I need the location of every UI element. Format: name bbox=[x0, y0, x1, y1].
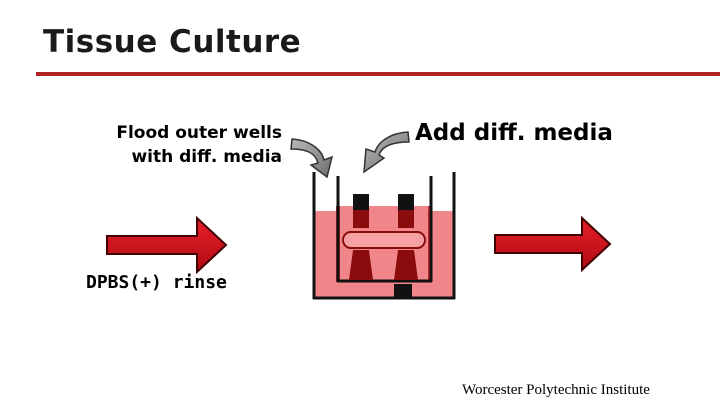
institution-footer: Worcester Polytechnic Institute bbox=[462, 382, 650, 398]
right-arrow-icon bbox=[494, 215, 612, 273]
flood-outer-wells-label: Flood outer wells with diff. media bbox=[116, 123, 282, 167]
curved-arrow-icon bbox=[290, 138, 334, 179]
add-media-label: Add diff. media bbox=[415, 120, 613, 146]
right-arrow-icon bbox=[106, 215, 228, 275]
transwell-insert-icon bbox=[336, 176, 433, 298]
slide-title: Tissue Culture bbox=[43, 24, 302, 60]
title-divider bbox=[36, 72, 720, 76]
curved-arrow-icon bbox=[363, 131, 410, 174]
dpbs-rinse-label: DPBS(+) rinse bbox=[86, 272, 227, 293]
